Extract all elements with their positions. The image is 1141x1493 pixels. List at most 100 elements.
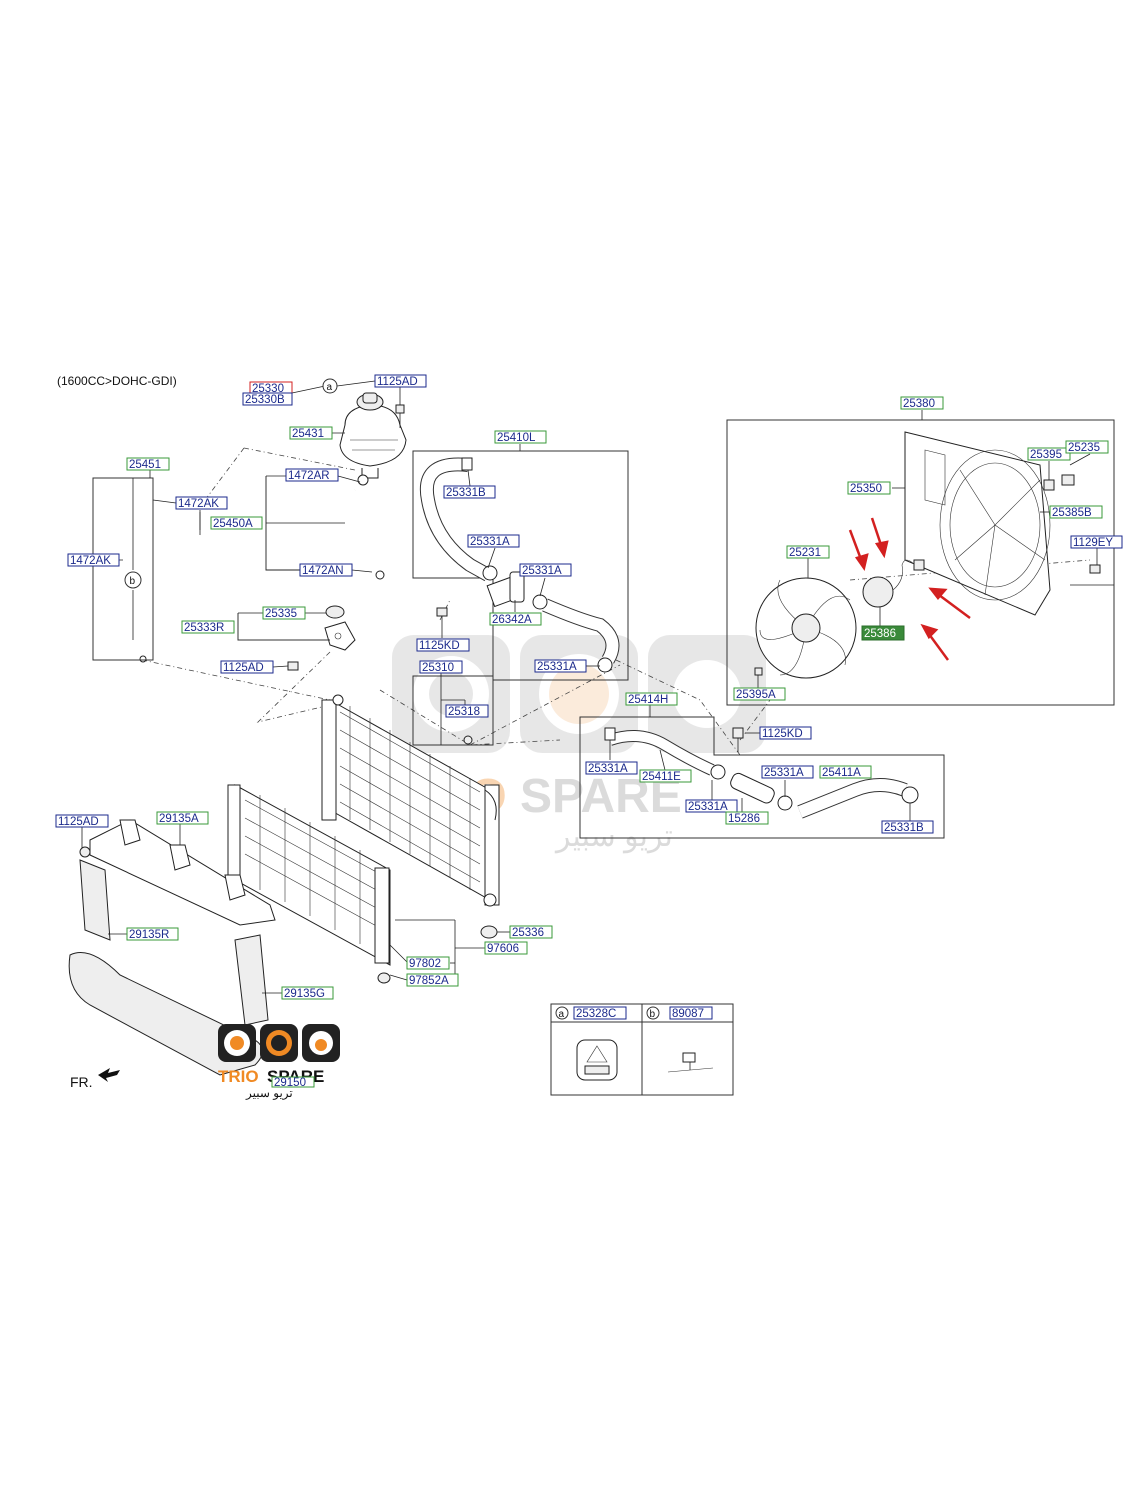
lower-hose-box <box>579 705 945 839</box>
part-label-25333r[interactable]: 25333R <box>181 620 235 634</box>
part-label-25330[interactable]: 25330 <box>249 381 293 395</box>
watermark-brand-arabic: تريو سبير <box>554 820 673 854</box>
part-label-25331a-a[interactable]: 25331A <box>467 534 520 548</box>
arrow-icon <box>98 1068 120 1082</box>
engine-spec-text: (1600CC>DOHC-GDI) <box>57 374 177 388</box>
bolt-icon <box>754 474 1101 676</box>
bracket-25335 <box>324 605 356 651</box>
part-label-25450a[interactable]: 25450A <box>210 516 263 530</box>
part-label-25414h[interactable]: 25414H <box>625 692 678 706</box>
part-label-25331b-a[interactable]: 25331B <box>443 485 496 499</box>
callout-b-text: b <box>130 576 136 587</box>
part-label-25336[interactable]: 25336 <box>509 925 553 939</box>
part-label-25451[interactable]: 25451 <box>126 457 170 471</box>
part-label-25335[interactable]: 25335 <box>262 606 306 620</box>
svg-text:25231: 25231 <box>789 547 821 559</box>
svg-text:25414H: 25414H <box>628 694 668 706</box>
bolt-icon <box>436 607 448 638</box>
svg-text:25331B: 25331B <box>884 822 924 834</box>
part-label-1472ak-b[interactable]: 1472AK <box>67 553 120 567</box>
part-label-29135g[interactable]: 29135G <box>281 986 334 1000</box>
part-label-25395[interactable]: 25395 <box>1027 447 1071 461</box>
part-label-25331a-d[interactable]: 25331A <box>585 761 638 775</box>
svg-text:25331A: 25331A <box>588 763 628 775</box>
legend-part-89087[interactable]: 89087 <box>669 1006 713 1020</box>
svg-text:25328C: 25328C <box>576 1008 616 1020</box>
part-label-1472an[interactable]: 1472AN <box>299 563 353 577</box>
callout-b: b <box>124 571 142 589</box>
svg-text:29135R: 29135R <box>129 929 169 941</box>
part-label-25331a-b[interactable]: 25331A <box>519 563 572 577</box>
fan-shroud <box>904 431 1051 616</box>
part-label-1125kd-b[interactable]: 1125KD <box>759 726 812 740</box>
warning-label-icon <box>576 1039 618 1081</box>
part-label-1125ad-left[interactable]: 1125AD <box>55 814 109 828</box>
motor-icon <box>862 559 925 608</box>
svg-text:25318: 25318 <box>448 706 480 718</box>
part-label-25331a-e[interactable]: 25331A <box>761 765 814 779</box>
part-label-1125ad-top[interactable]: 1125AD <box>374 374 427 388</box>
part-label-25411e[interactable]: 25411E <box>639 769 692 783</box>
part-label-1129ey[interactable]: 1129EY <box>1070 535 1123 549</box>
part-label-25330b[interactable]: 25330B <box>242 392 293 406</box>
front-direction-marker: FR. <box>70 1068 120 1090</box>
svg-text:25331A: 25331A <box>522 565 562 577</box>
part-label-29135r[interactable]: 29135R <box>126 927 179 941</box>
part-label-25318[interactable]: 25318 <box>445 704 489 718</box>
svg-text:25380: 25380 <box>903 398 935 410</box>
legend-table: a b <box>550 1003 734 1096</box>
part-label-25395a[interactable]: 25395A <box>733 687 786 701</box>
part-label-1472ak-a[interactable]: 1472AK <box>175 496 228 510</box>
part-label-97606[interactable]: 97606 <box>484 941 528 955</box>
svg-text:97606: 97606 <box>487 943 519 955</box>
svg-text:89087: 89087 <box>672 1008 704 1020</box>
svg-text:25331A: 25331A <box>764 767 804 779</box>
callout-a-text: a <box>327 382 333 393</box>
part-label-29135a[interactable]: 29135A <box>156 811 209 825</box>
svg-text:29150: 29150 <box>274 1077 306 1089</box>
bolt-icon <box>287 661 299 671</box>
part-label-25231[interactable]: 25231 <box>786 545 830 559</box>
cable-tie-icon <box>667 1052 714 1073</box>
svg-text:97802: 97802 <box>409 958 441 970</box>
radiator-bracket-box <box>412 673 494 746</box>
part-label-25350[interactable]: 25350 <box>847 481 891 495</box>
part-label-25410l[interactable]: 25410L <box>494 430 547 444</box>
part-label-25331a-f[interactable]: 25331A <box>685 799 738 813</box>
svg-text:1472AR: 1472AR <box>288 470 330 482</box>
part-label-26342a[interactable]: 26342A <box>489 612 542 626</box>
svg-text:25451: 25451 <box>129 459 161 471</box>
part-label-25380[interactable]: 25380 <box>900 396 944 410</box>
svg-text:25333R: 25333R <box>184 622 224 634</box>
radiator <box>321 694 500 907</box>
svg-text:25330: 25330 <box>252 383 284 395</box>
part-label-25385b[interactable]: 25385B <box>1049 505 1103 519</box>
legend-part-25328c[interactable]: 25328C <box>573 1006 627 1020</box>
legend-b-letter: b <box>650 1009 656 1020</box>
part-label-25310[interactable]: 25310 <box>419 660 463 674</box>
part-label-1125kd-a[interactable]: 1125KD <box>416 638 470 652</box>
part-label-1125ad-mid[interactable]: 1125AD <box>220 660 274 674</box>
svg-text:25395A: 25395A <box>736 689 776 701</box>
part-label-97802[interactable]: 97802 <box>406 956 450 970</box>
svg-text:25330B: 25330B <box>245 394 285 406</box>
svg-text:25331A: 25331A <box>688 801 728 813</box>
part-label-1472ar[interactable]: 1472AR <box>285 468 339 482</box>
part-label-25235[interactable]: 25235 <box>1065 440 1109 454</box>
cap-icon <box>362 392 378 404</box>
svg-text:25431: 25431 <box>292 428 324 440</box>
front-carrier <box>68 819 282 1076</box>
part-label-15286[interactable]: 15286 <box>725 811 769 825</box>
svg-text:25411E: 25411E <box>642 771 681 783</box>
logo-brand-arabic: تريو سبير <box>245 1086 293 1100</box>
condenser-leaders <box>377 919 510 984</box>
svg-text:1125AD: 1125AD <box>223 662 264 674</box>
part-label-29150[interactable]: 29150 <box>271 1076 315 1089</box>
part-label-97852a[interactable]: 97852A <box>406 973 459 987</box>
part-label-25331a-c[interactable]: 25331A <box>534 659 587 673</box>
part-label-25431[interactable]: 25431 <box>289 426 333 440</box>
part-label-25331b-b[interactable]: 25331B <box>881 820 934 834</box>
part-label-25386[interactable]: 25386 <box>861 625 905 641</box>
part-label-25411a[interactable]: 25411A <box>819 765 872 779</box>
